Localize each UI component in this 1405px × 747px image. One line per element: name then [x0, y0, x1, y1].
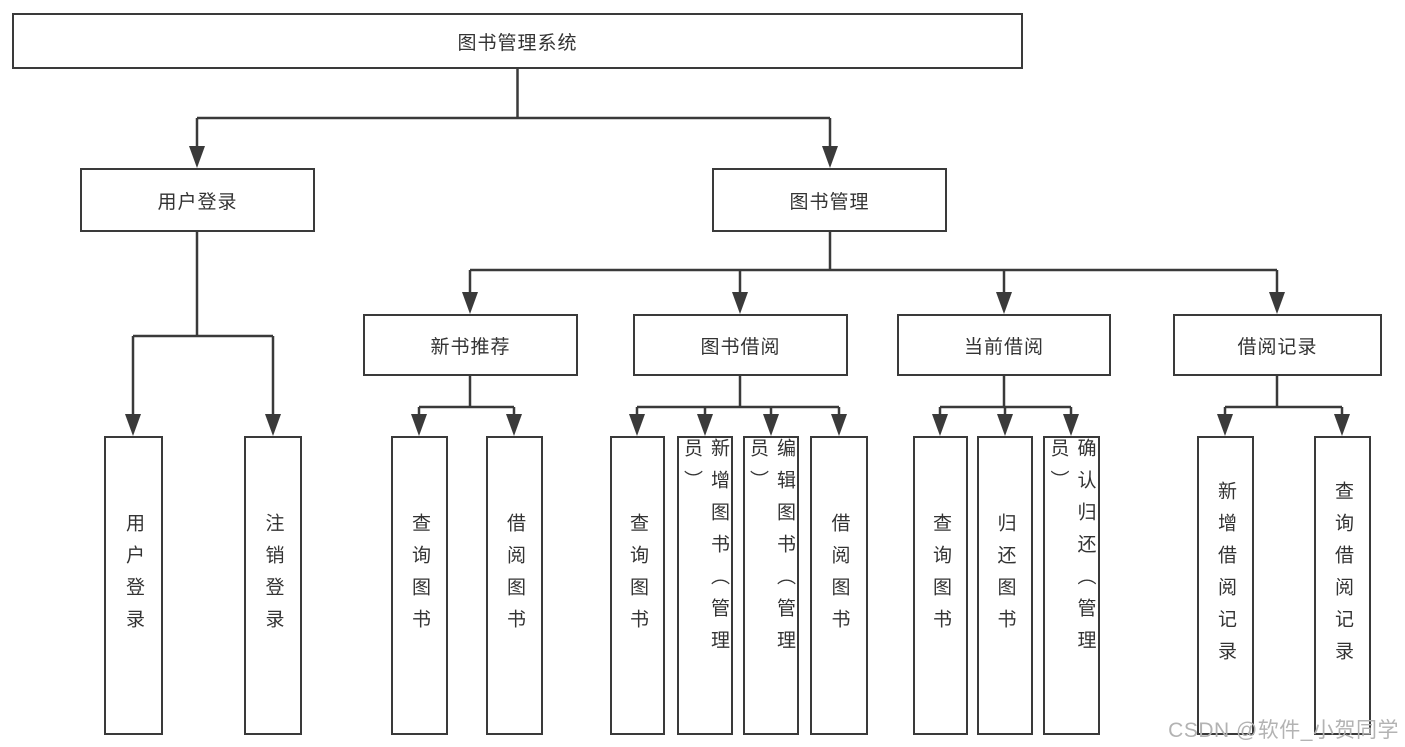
- node-leaf-add-books-admin: 新增图书（管理员）: [677, 436, 733, 735]
- node-user-login: 用户登录: [80, 168, 315, 232]
- arrowhead-icon: [697, 414, 713, 436]
- arrowhead-icon: [831, 414, 847, 436]
- arrowhead-icon: [997, 414, 1013, 436]
- connector-paths: [131, 69, 1344, 416]
- node-borrow-records: 借阅记录: [1173, 314, 1382, 376]
- arrowhead-icon: [996, 292, 1012, 314]
- arrowhead-icon: [763, 414, 779, 436]
- arrowhead-icon: [265, 414, 281, 436]
- node-leaf-query-books-1: 查询图书: [391, 436, 448, 735]
- node-leaf-borrow-books-2: 借阅图书: [810, 436, 868, 735]
- node-leaf-user-login: 用户登录: [104, 436, 163, 735]
- node-leaf-logout: 注销登录: [244, 436, 302, 735]
- node-leaf-add-borrow-record: 新增借阅记录: [1197, 436, 1254, 735]
- arrowhead-icon: [411, 414, 427, 436]
- arrowhead-icon: [1334, 414, 1350, 436]
- node-leaf-confirm-return-admin: 确认归还（管理员）: [1043, 436, 1100, 735]
- arrowhead-icon: [1063, 414, 1079, 436]
- arrowhead-icon: [506, 414, 522, 436]
- node-new-book-recommend: 新书推荐: [363, 314, 578, 376]
- arrowhead-icon: [629, 414, 645, 436]
- arrowhead-icon: [125, 414, 141, 436]
- arrowhead-icon: [732, 292, 748, 314]
- node-current-borrowing: 当前借阅: [897, 314, 1111, 376]
- node-leaf-return-books: 归还图书: [977, 436, 1033, 735]
- node-book-borrowing: 图书借阅: [633, 314, 848, 376]
- arrowhead-icon: [189, 146, 205, 168]
- node-book-management: 图书管理: [712, 168, 947, 232]
- node-leaf-query-books-2: 查询图书: [610, 436, 665, 735]
- arrowheads: [125, 146, 1350, 436]
- node-leaf-query-borrow-record: 查询借阅记录: [1314, 436, 1371, 735]
- node-leaf-borrow-books-1: 借阅图书: [486, 436, 543, 735]
- node-library-system: 图书管理系统: [12, 13, 1023, 69]
- csdn-watermark: CSDN @软件_小贺同学: [1168, 719, 1399, 742]
- arrowhead-icon: [1217, 414, 1233, 436]
- arrowhead-icon: [462, 292, 478, 314]
- node-leaf-edit-books-admin: 编辑图书（管理员）: [743, 436, 799, 735]
- arrowhead-icon: [932, 414, 948, 436]
- node-leaf-query-books-3: 查询图书: [913, 436, 968, 735]
- arrowhead-icon: [1269, 292, 1285, 314]
- arrowhead-icon: [822, 146, 838, 168]
